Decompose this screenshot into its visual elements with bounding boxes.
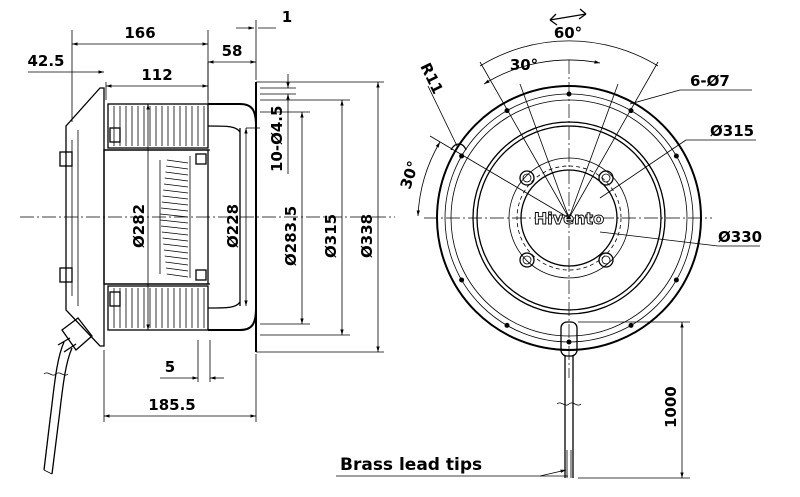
dim-d315-front: Ø315 (710, 122, 754, 140)
dim-d228: Ø228 (224, 204, 242, 248)
motor-housing (57, 87, 105, 353)
hub-circle (520, 169, 618, 267)
dim-d283-5: Ø283.5 (282, 206, 300, 266)
flange-holes (459, 91, 679, 345)
brass-lead-tips-label: Brass lead tips (340, 455, 482, 475)
dim-58: 58 (222, 42, 243, 60)
dim-5: 5 (165, 358, 175, 376)
dim-60: 60° (554, 24, 582, 42)
dim-6-d7: 6-Ø7 (690, 72, 730, 90)
rivets (109, 127, 207, 307)
blade-lines-top (113, 106, 205, 146)
dim-112: 112 (141, 66, 172, 84)
inlet-circle (472, 121, 666, 315)
dim-d282: Ø282 (130, 204, 148, 248)
angle-dimensions (416, 40, 659, 219)
hub-outer-circle (508, 157, 630, 279)
inlet-ring (207, 82, 257, 352)
dim-d330: Ø330 (718, 228, 762, 246)
dim-42-5: 42.5 (27, 52, 64, 70)
dim-185-5: 185.5 (148, 396, 195, 414)
inlet-inner-circle (476, 125, 662, 311)
rotor-body (103, 149, 209, 285)
hivento-logo: Hivento (534, 209, 604, 228)
brass-lead-tips-callout: Brass lead tips (336, 455, 568, 477)
blade-lines-bottom (113, 288, 205, 328)
hub-ring-circle (516, 165, 622, 271)
front-view: Hivento (397, 8, 762, 479)
dim-r11: R11 (416, 60, 446, 97)
dim-1000-lines (578, 321, 690, 479)
r11-notch (450, 143, 467, 151)
dimension-lines (28, 26, 380, 418)
dim-30-left: 30° (397, 159, 423, 192)
dim-1000: 1000 (662, 386, 680, 428)
outer-flange-circle (436, 85, 702, 351)
front-cable (556, 321, 582, 478)
dim-10-d4-5: 10-Ø4.5 (268, 106, 286, 172)
inner-flange-circle (450, 99, 688, 337)
motor-mount-holes (519, 170, 614, 268)
rotation-arrow-icon (549, 8, 587, 26)
dim-166: 166 (124, 24, 155, 42)
dim-d338: Ø338 (358, 214, 376, 258)
side-cable (43, 341, 73, 475)
rotor-fins (159, 156, 191, 278)
dim-d315-side: Ø315 (322, 214, 340, 258)
side-view: 166 1 42.5 112 58 10-Ø4.5 Ø282 Ø228 Ø283… (20, 8, 395, 475)
dim-1: 1 (282, 8, 292, 26)
dim-30-top: 30° (510, 56, 538, 74)
leader-lines (427, 85, 760, 247)
